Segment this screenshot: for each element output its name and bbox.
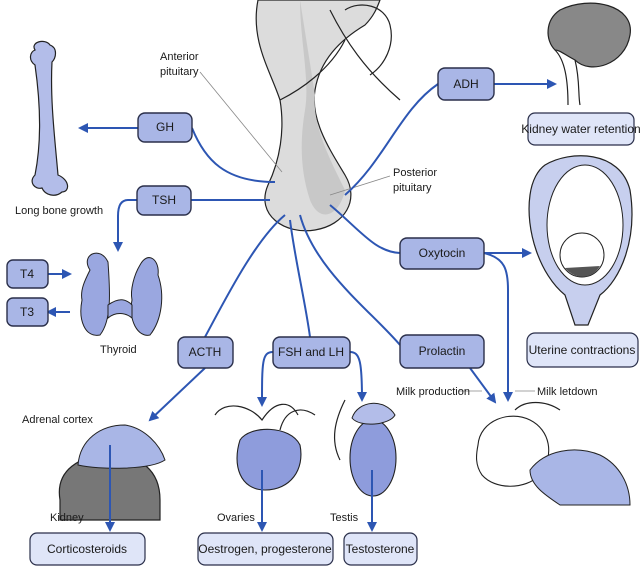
corticosteroids-box[interactable]: Corticosteroids <box>29 532 146 566</box>
uterine-contractions-label: Uterine contractions <box>529 343 636 357</box>
milk-letdown-label: Milk letdown <box>537 386 598 398</box>
t3-box[interactable]: T3 <box>6 297 49 327</box>
adrenal-cortex-label: Adrenal cortex <box>22 414 93 426</box>
testis-illustration <box>334 399 397 497</box>
acth-label: ACTH <box>189 345 222 359</box>
t4-label: T4 <box>20 267 34 281</box>
acth-box[interactable]: ACTH <box>177 336 234 369</box>
kidney-illustration <box>547 2 631 106</box>
oestrogen-progesterone-label: Oestrogen, progesterone <box>198 542 332 556</box>
anterior-pituitary-label-2: pituitary <box>160 66 199 78</box>
uterine-contractions-box[interactable]: Uterine contractions <box>526 332 639 368</box>
gh-label: GH <box>156 120 174 134</box>
posterior-pituitary-label-1: Posterior <box>393 167 437 179</box>
pituitary-gland-illustration <box>255 0 401 232</box>
long-bone-growth-label: Long bone growth <box>15 205 103 217</box>
tsh-box[interactable]: TSH <box>136 185 192 216</box>
milk-production-label: Milk production <box>396 386 470 398</box>
t4-box[interactable]: T4 <box>6 259 49 289</box>
gh-box[interactable]: GH <box>137 112 193 143</box>
oxytocin-box[interactable]: Oxytocin <box>399 237 485 270</box>
adrenal-kidney-illustration <box>58 424 166 521</box>
anterior-pituitary-label-1: Anterior <box>160 51 199 63</box>
long-bone-illustration <box>29 40 69 196</box>
kidney-label: Kidney <box>50 512 84 524</box>
testosterone-box[interactable]: Testosterone <box>343 532 418 566</box>
thyroid-label: Thyroid <box>100 344 137 356</box>
tsh-label: TSH <box>152 193 176 207</box>
uterus-illustration <box>528 155 633 326</box>
testosterone-label: Testosterone <box>346 542 415 556</box>
oxytocin-label: Oxytocin <box>419 246 466 260</box>
oestrogen-progesterone-box[interactable]: Oestrogen, progesterone <box>197 532 334 566</box>
posterior-pituitary-label-2: pituitary <box>393 182 432 194</box>
fsh-lh-label: FSH and LH <box>278 345 344 359</box>
prolactin-box[interactable]: Prolactin <box>399 334 485 369</box>
ovaries-label: Ovaries <box>217 512 255 524</box>
t3-label: T3 <box>20 305 34 319</box>
kidney-water-retention-box[interactable]: Kidney water retention <box>521 112 640 146</box>
kidney-water-retention-label: Kidney water retention <box>521 122 640 136</box>
ovaries-illustration <box>214 403 316 491</box>
prolactin-label: Prolactin <box>419 344 466 358</box>
testis-label: Testis <box>330 512 359 524</box>
adh-label: ADH <box>453 77 478 91</box>
breastfeeding-illustration <box>475 401 631 506</box>
adh-box[interactable]: ADH <box>437 67 495 101</box>
corticosteroids-label: Corticosteroids <box>47 542 127 556</box>
thyroid-illustration <box>80 252 163 336</box>
fsh-lh-box[interactable]: FSH and LH <box>272 336 351 369</box>
